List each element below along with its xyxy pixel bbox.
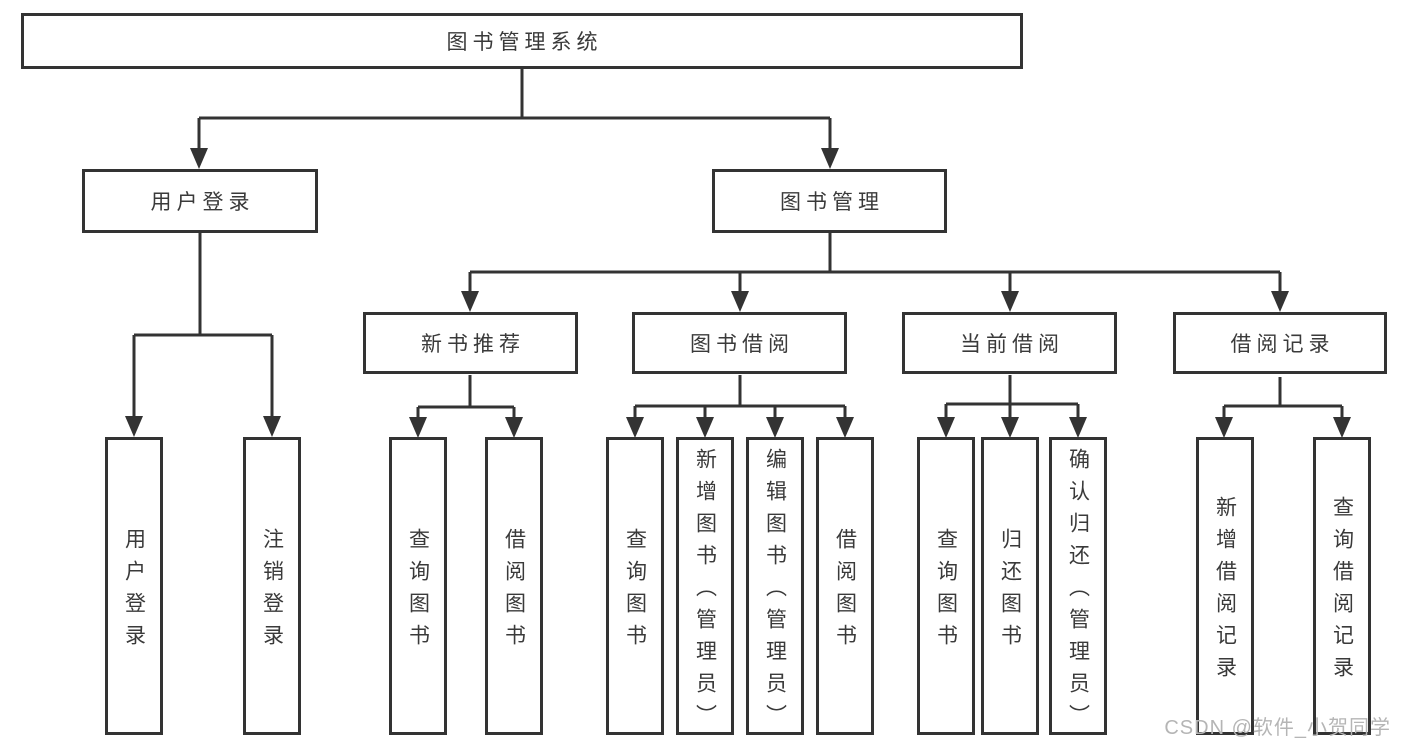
node-book-management: 图书管理: [712, 169, 947, 233]
leaf-return-books: 归还图书: [981, 437, 1039, 735]
arrowhead-down-icon: [626, 417, 644, 438]
node-label: 图书管理: [780, 191, 884, 214]
arrowhead-down-icon: [1215, 417, 1233, 438]
node-borrowing-records: 借阅记录: [1173, 312, 1387, 374]
leaf-add-books-admin: 新增图书（管理员）: [676, 437, 734, 736]
node-book-borrowing: 图书借阅: [632, 312, 847, 374]
node-label: 借阅记录: [1230, 333, 1335, 356]
node-label: 归还图书: [998, 527, 1022, 656]
node-label: 编辑图书（管理员）: [763, 447, 787, 736]
arrowhead-down-icon: [1001, 291, 1019, 312]
node-label: 查询图书: [934, 527, 958, 656]
node-label: 新增图书（管理员）: [693, 447, 717, 736]
leaf-query-borrow-record: 查询借阅记录: [1313, 437, 1371, 735]
leaf-borrow-books: 借阅图书: [816, 437, 874, 735]
leaf-user-login: 用户登录: [105, 437, 163, 735]
leaf-borrow-books-recommend: 借阅图书: [485, 437, 543, 735]
arrowhead-down-icon: [125, 416, 143, 437]
node-root-book-management-system: 图书管理系统: [21, 13, 1023, 69]
node-label: 借阅图书: [833, 527, 857, 656]
node-label: 新增借阅记录: [1213, 495, 1237, 688]
leaf-query-books-borrow: 查询图书: [606, 437, 664, 735]
leaf-add-borrow-record: 新增借阅记录: [1196, 437, 1254, 735]
node-label: 新书推荐: [421, 333, 525, 356]
node-new-book-recommendation: 新书推荐: [363, 312, 578, 374]
leaf-logout: 注销登录: [243, 437, 301, 735]
csdn-watermark: CSDN @软件_小贺同学: [1164, 717, 1391, 739]
arrowhead-down-icon: [836, 417, 854, 438]
arrowhead-down-icon: [190, 148, 208, 169]
node-label: 图书管理系统: [446, 31, 603, 54]
node-label: 图书借阅: [690, 333, 794, 356]
arrowhead-down-icon: [937, 417, 955, 438]
node-label: 借阅图书: [502, 527, 526, 656]
arrowhead-down-icon: [1069, 417, 1087, 438]
node-current-borrowing: 当前借阅: [902, 312, 1117, 374]
node-label: 查询图书: [406, 527, 430, 656]
node-label: 当前借阅: [960, 333, 1064, 356]
arrowhead-down-icon: [1271, 291, 1289, 312]
arrowhead-down-icon: [1001, 417, 1019, 438]
arrowhead-down-icon: [263, 416, 281, 437]
node-user-login: 用户登录: [82, 169, 318, 233]
node-label: 用户登录: [150, 191, 255, 214]
arrowhead-down-icon: [821, 148, 839, 169]
leaf-query-books-current: 查询图书: [917, 437, 975, 735]
arrowhead-down-icon: [766, 417, 784, 438]
node-label: 查询图书: [623, 527, 647, 656]
node-label: 确认归还（管理员）: [1066, 447, 1090, 736]
arrowhead-down-icon: [696, 417, 714, 438]
arrowhead-down-icon: [731, 291, 749, 312]
node-label: 注销登录: [260, 527, 284, 656]
node-label: 用户登录: [122, 527, 146, 656]
arrowhead-down-icon: [1333, 417, 1351, 438]
leaf-confirm-return-admin: 确认归还（管理员）: [1049, 437, 1107, 736]
leaf-query-books-recommend: 查询图书: [389, 437, 447, 735]
arrowhead-down-icon: [461, 291, 479, 312]
node-label: 查询借阅记录: [1330, 495, 1354, 688]
arrowhead-down-icon: [409, 417, 427, 438]
leaf-edit-books-admin: 编辑图书（管理员）: [746, 437, 804, 736]
arrowhead-down-icon: [505, 417, 523, 438]
